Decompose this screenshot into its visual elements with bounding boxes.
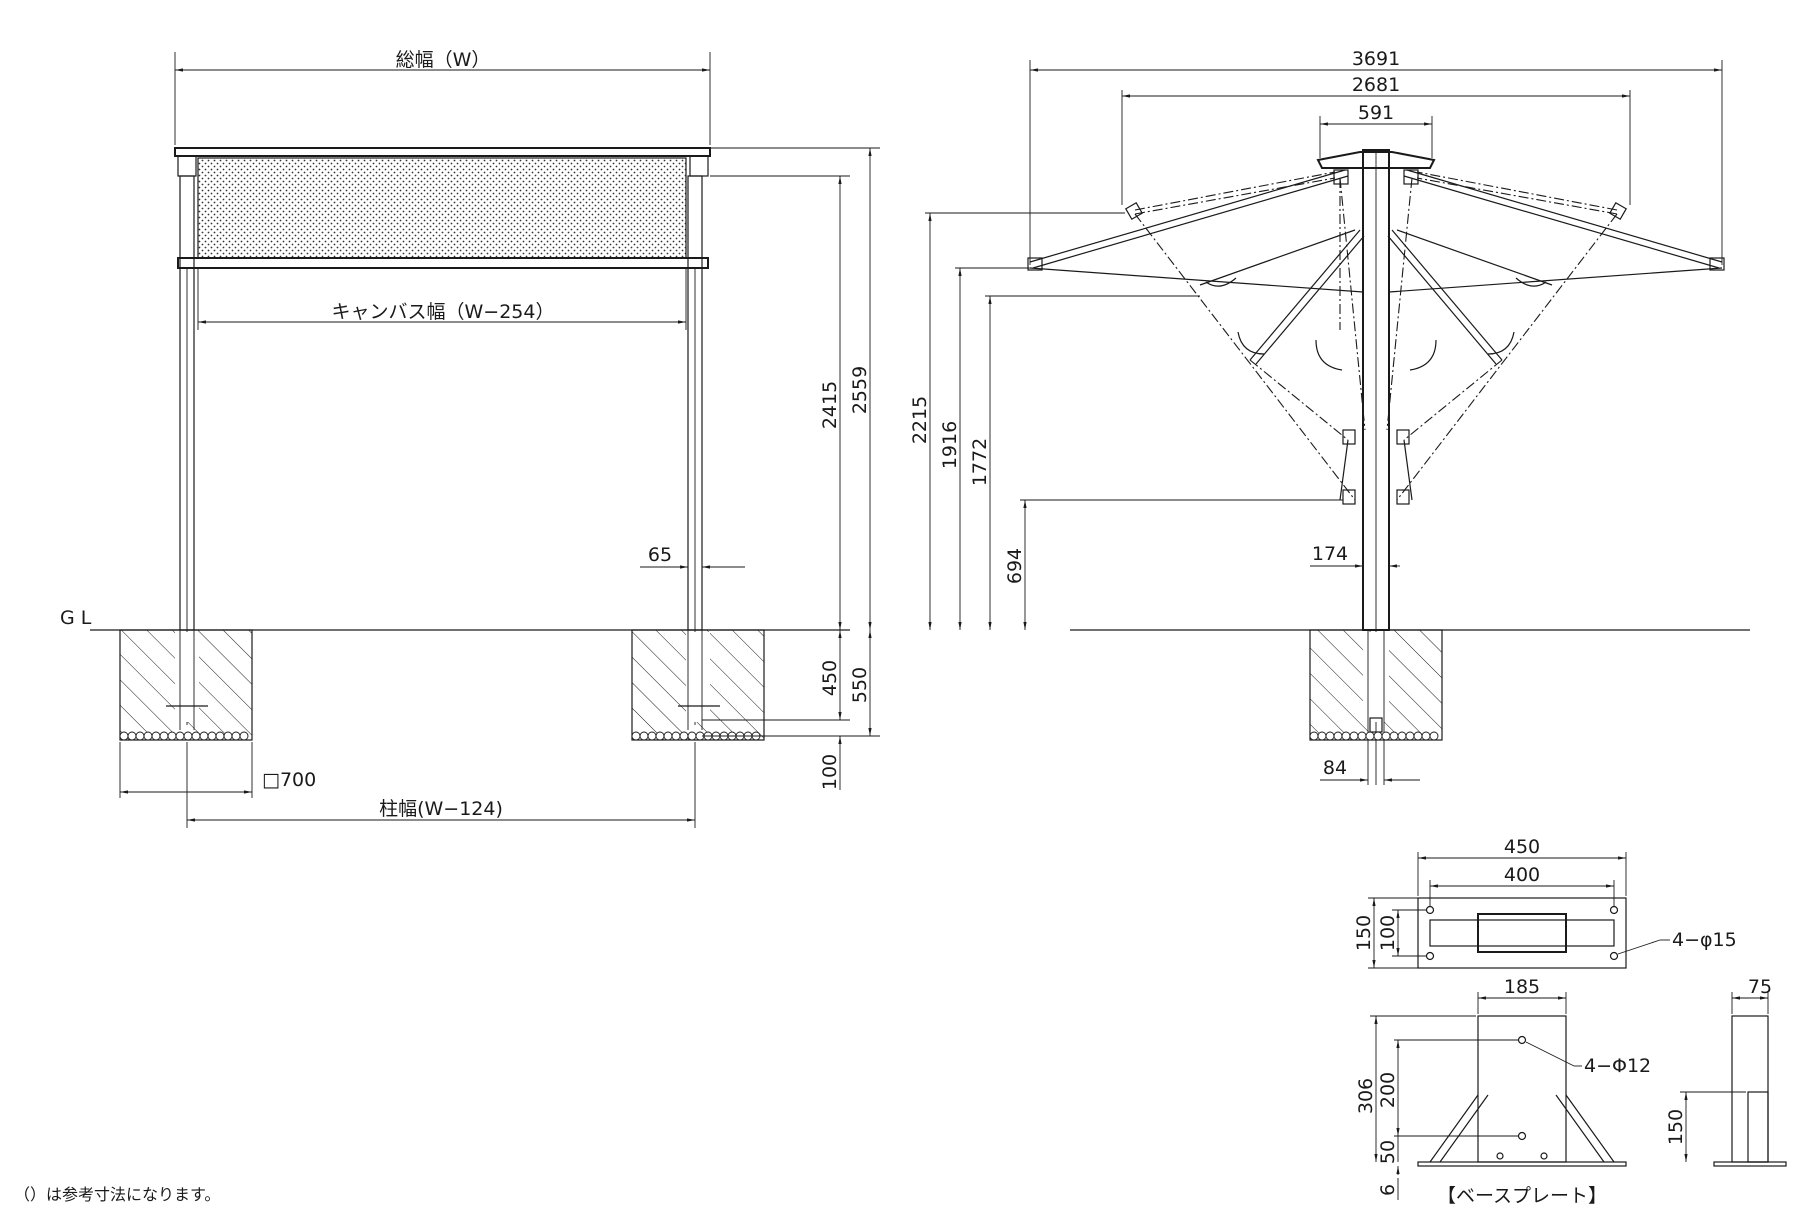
plate-dim-150: 150 bbox=[1353, 915, 1375, 951]
dim-2681: 2681 bbox=[1352, 74, 1400, 96]
base-plate-caption: 【ベースプレート】 bbox=[1437, 1185, 1607, 1207]
holes-12-label: 4−Φ12 bbox=[1584, 1055, 1651, 1077]
plate-side-dim-150: 150 bbox=[1665, 1109, 1687, 1145]
post-offset-label: 65 bbox=[648, 544, 672, 566]
plate-dim-185: 185 bbox=[1504, 976, 1540, 998]
dim-100: 100 bbox=[819, 754, 841, 790]
dim-694: 694 bbox=[1004, 548, 1026, 584]
plate-dim-450: 450 bbox=[1504, 836, 1540, 858]
canvas-width-label: キャンバス幅（W−254） bbox=[332, 301, 555, 323]
plate-dim-6: 6 bbox=[1377, 1184, 1399, 1196]
dim-2215: 2215 bbox=[909, 396, 931, 444]
canvas-panel bbox=[197, 157, 687, 259]
post-width-label: 柱幅(W−124) bbox=[379, 798, 503, 820]
holes-15-label: 4−φ15 bbox=[1672, 929, 1737, 951]
plate-dim-306: 306 bbox=[1355, 1078, 1377, 1114]
dim-3691: 3691 bbox=[1352, 48, 1400, 70]
dim-84: 84 bbox=[1323, 757, 1347, 779]
base-plate-detail: 450 400 150 100 4−φ15 185 4−Φ12 bbox=[1353, 836, 1787, 1207]
dim-591: 591 bbox=[1358, 102, 1394, 124]
total-width-label: 総幅（W） bbox=[396, 49, 491, 71]
dim-550: 550 bbox=[849, 667, 871, 703]
plate-dim-100: 100 bbox=[1377, 915, 1399, 951]
dim-450: 450 bbox=[819, 660, 841, 696]
front-view: 総幅（W） キャンバス幅（W−254） 65 G L bbox=[60, 49, 880, 828]
dim-2559: 2559 bbox=[849, 366, 871, 414]
footing-size-label: □700 bbox=[262, 769, 316, 791]
ground-level-label: G L bbox=[60, 607, 92, 629]
plate-dim-75: 75 bbox=[1748, 976, 1772, 998]
plate-dim-200: 200 bbox=[1377, 1072, 1399, 1108]
plate-dim-50: 50 bbox=[1377, 1140, 1399, 1164]
dim-2415: 2415 bbox=[819, 381, 841, 429]
dim-1916: 1916 bbox=[939, 421, 961, 469]
footnote: （）は参考寸法になります。 bbox=[14, 1185, 220, 1204]
dim-174: 174 bbox=[1312, 543, 1348, 565]
plate-dim-400: 400 bbox=[1504, 864, 1540, 886]
dim-1772: 1772 bbox=[969, 438, 991, 486]
side-view: 3691 2681 591 bbox=[909, 48, 1750, 785]
